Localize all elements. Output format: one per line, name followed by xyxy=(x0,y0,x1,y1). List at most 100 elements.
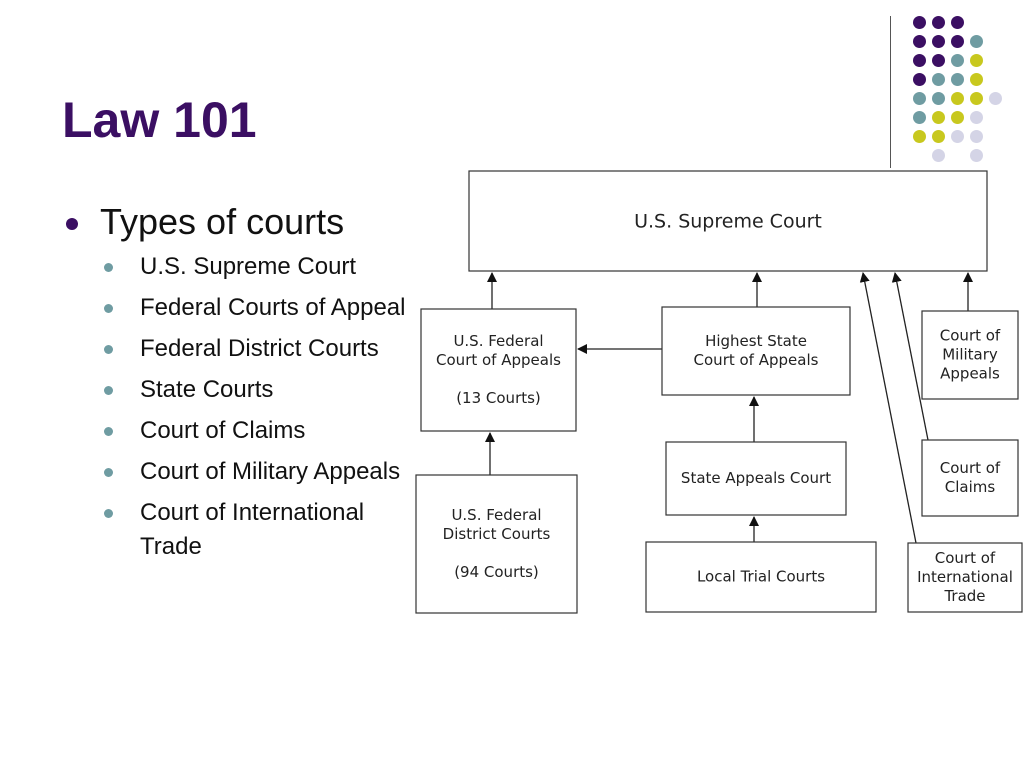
decorative-dot xyxy=(970,73,983,86)
court-box-frame xyxy=(468,170,988,272)
decorative-dot xyxy=(970,149,983,162)
decorative-dot xyxy=(932,54,945,67)
decorative-dot xyxy=(970,92,983,105)
sub-bullet-text: Federal Courts of Appeal xyxy=(140,294,406,321)
court-box-label: Claims xyxy=(945,478,996,496)
appeal-arrow xyxy=(891,272,929,441)
sub-bullet-text: State Courts xyxy=(140,376,274,403)
decorative-dot xyxy=(932,35,945,48)
court-box-frame xyxy=(645,541,877,613)
sub-bullet-text: Court of International Trade xyxy=(140,499,365,560)
court-box-frame xyxy=(415,474,578,614)
sub-bullet-text: U.S. Supreme Court xyxy=(140,253,357,280)
decorative-dot xyxy=(932,73,945,86)
decorative-dot xyxy=(951,130,964,143)
decorative-dot xyxy=(951,35,964,48)
decorative-dot xyxy=(951,111,964,124)
decorative-dot xyxy=(970,35,983,48)
decorative-dot xyxy=(913,73,926,86)
court-box-label: (13 Courts) xyxy=(456,389,541,407)
decorative-dot xyxy=(932,149,945,162)
court-box-label: Highest State xyxy=(705,332,807,350)
decorative-dot xyxy=(932,92,945,105)
court-box-label: U.S. Federal xyxy=(453,332,543,350)
court-box-frame xyxy=(665,441,847,516)
sub-bullet-mark-icon xyxy=(104,468,113,477)
court-box-frame xyxy=(661,306,851,396)
decorative-dot xyxy=(951,92,964,105)
decorative-dot xyxy=(951,73,964,86)
court-box-label: Court of Appeals xyxy=(436,351,561,369)
court-box-label: U.S. Supreme Court xyxy=(634,211,822,233)
decorative-dot xyxy=(913,54,926,67)
sub-bullet: State Courts xyxy=(62,373,412,407)
sub-bullet-list: U.S. Supreme Court Federal Courts of App… xyxy=(62,250,412,564)
decorative-dot xyxy=(913,35,926,48)
decorative-dot xyxy=(913,111,926,124)
sub-bullet: U.S. Supreme Court xyxy=(62,250,412,284)
decorative-dot xyxy=(989,92,1002,105)
decorative-dot xyxy=(913,16,926,29)
court-box-label: State Appeals Court xyxy=(681,469,831,487)
sub-bullet-mark-icon xyxy=(104,386,113,395)
sub-bullet: Federal District Courts xyxy=(62,332,412,366)
decorative-dot xyxy=(932,130,945,143)
bullet-main: Types of courts xyxy=(62,200,412,244)
court-box-label: Appeals xyxy=(940,365,1000,383)
court-box-frame xyxy=(921,310,1019,400)
bullet-main-text: Types of courts xyxy=(100,201,345,242)
court-box-state-appeals: State Appeals Court xyxy=(665,441,847,516)
bullet-mark-icon xyxy=(66,218,78,230)
decorative-dot xyxy=(970,54,983,67)
sub-bullet-text: Federal District Courts xyxy=(140,335,379,362)
court-box-label: (94 Courts) xyxy=(454,563,539,581)
sub-bullet-mark-icon xyxy=(104,345,113,354)
court-box-label: Trade xyxy=(943,587,985,605)
court-box-label: District Courts xyxy=(443,525,551,543)
court-box-frame xyxy=(907,542,1023,613)
decorative-dot xyxy=(951,16,964,29)
court-box-label: Court of xyxy=(940,459,1001,477)
court-box-label: Court of xyxy=(935,549,996,567)
court-box-label: Court of Appeals xyxy=(694,351,819,369)
court-box-label: International xyxy=(917,568,1013,586)
decorative-dot xyxy=(913,92,926,105)
decorative-dot xyxy=(970,130,983,143)
decorative-dot xyxy=(970,111,983,124)
sub-bullet: Court of International Trade xyxy=(62,496,412,564)
sub-bullet-mark-icon xyxy=(104,304,113,313)
sub-bullet-text: Court of Military Appeals xyxy=(140,458,401,485)
court-box-label: Court of xyxy=(940,327,1001,345)
sub-bullet-mark-icon xyxy=(104,509,113,518)
sub-bullet-text: Court of Claims xyxy=(140,417,306,444)
slide-title: Law 101 xyxy=(62,92,257,148)
decorative-dot xyxy=(932,111,945,124)
sub-bullet-mark-icon xyxy=(104,263,113,272)
court-box-label: Military xyxy=(942,346,998,364)
sub-bullet-mark-icon xyxy=(104,427,113,436)
court-box-supreme: U.S. Supreme Court xyxy=(468,170,988,272)
decorative-dot xyxy=(932,16,945,29)
court-box-frame xyxy=(921,439,1019,517)
decorative-dot xyxy=(913,130,926,143)
decorative-dot xyxy=(951,54,964,67)
diagram-connectors xyxy=(485,272,973,544)
court-box-local-trial: Local Trial Courts xyxy=(645,541,877,613)
court-box-label: U.S. Federal xyxy=(451,506,541,524)
divider-line xyxy=(890,16,891,168)
sub-bullet: Court of Claims xyxy=(62,414,412,448)
bullet-list: Types of courts U.S. Supreme Court Feder… xyxy=(62,200,412,571)
sub-bullet: Federal Courts of Appeal xyxy=(62,291,412,325)
court-box-label: Local Trial Courts xyxy=(697,568,825,586)
sub-bullet: Court of Military Appeals xyxy=(62,455,412,489)
court-box-frame xyxy=(420,308,577,432)
